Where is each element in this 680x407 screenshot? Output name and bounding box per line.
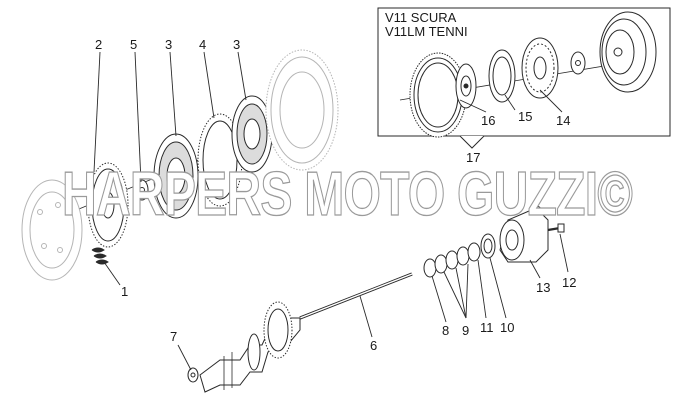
callout-7: 7 (170, 329, 177, 344)
spring-1 (91, 247, 109, 265)
inset-ring-gear-16 (409, 52, 467, 138)
friction-disc-3a (153, 133, 199, 219)
callout-4: 4 (199, 37, 206, 52)
callout-14: 14 (556, 113, 570, 128)
callout-1: 1 (121, 284, 128, 299)
leader-2 (93, 51, 101, 173)
callout-11: 11 (480, 320, 494, 335)
bearing-10-11 (480, 233, 496, 259)
inset-plate-16 (455, 63, 477, 109)
washer-stack-8-9 (423, 242, 481, 278)
bolt-12 (547, 223, 565, 233)
pushrod-6 (299, 272, 413, 320)
leader-12 (559, 233, 569, 273)
inset-drilled-plate-14 (521, 37, 559, 99)
inset-box: V11 SCURA V11LM TENNI (377, 7, 671, 165)
leader-4 (203, 51, 215, 119)
toothed-driven-plate-2 (87, 162, 129, 248)
leader-7 (177, 344, 192, 371)
leader-6 (359, 295, 373, 338)
leader-9b (455, 267, 467, 319)
watermark-text: HARPERS MOTO GUZZI© (62, 160, 632, 229)
inset-small-washer (570, 51, 586, 75)
leader-10 (489, 257, 507, 319)
flywheel (21, 179, 83, 281)
callout-9: 9 (462, 323, 469, 338)
inset-pointer (459, 135, 485, 149)
callout-12: 12 (562, 275, 576, 290)
callout-8: 8 (442, 323, 449, 338)
ring-gear (265, 49, 339, 171)
callout-16: 16 (481, 113, 495, 128)
washer-5 (135, 179, 149, 201)
callout-10: 10 (500, 320, 514, 335)
leader-11 (477, 259, 487, 319)
release-body-13 (499, 205, 549, 263)
callout-5: 5 (130, 37, 137, 52)
washer-7 (187, 367, 199, 383)
leader-8 (431, 275, 447, 323)
leader-9a (443, 271, 467, 319)
leader-5 (134, 51, 142, 183)
callout-2: 2 (95, 37, 102, 52)
input-shaft (199, 301, 301, 393)
leader-16 (459, 99, 487, 113)
inset-title-line2: V11LM TENNI (385, 24, 468, 39)
callout-3a: 3 (165, 37, 172, 52)
callout-15: 15 (518, 109, 532, 124)
leader-9c (465, 263, 469, 319)
leader-lines (93, 51, 569, 371)
leader-3b (237, 51, 247, 101)
leader-3a (169, 51, 177, 137)
intermediate-plate-4 (197, 113, 243, 207)
friction-disc-3b (231, 95, 273, 173)
callout-17: 17 (466, 150, 480, 165)
inset-ring-15 (488, 49, 516, 103)
callout-13: 13 (536, 280, 550, 295)
inset-title-line1: V11 SCURA (385, 10, 457, 25)
callout-labels: 2 5 3 4 3 1 6 7 8 9 11 10 13 12 (95, 37, 576, 353)
leader-1 (103, 261, 121, 286)
leader-15 (504, 94, 516, 111)
leader-14 (539, 89, 563, 113)
leader-13 (529, 259, 541, 279)
inset-housing (599, 11, 657, 93)
callout-6: 6 (370, 338, 377, 353)
callout-3b: 3 (233, 37, 240, 52)
